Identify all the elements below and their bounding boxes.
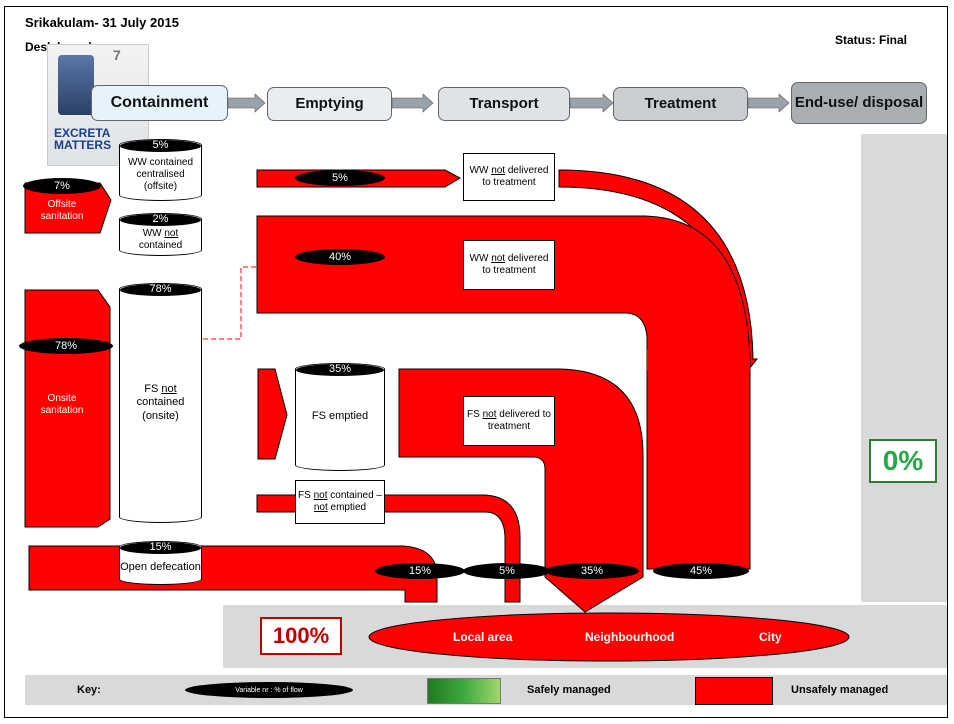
logo-figure-icon xyxy=(58,55,94,115)
stage-treatment: Treatment xyxy=(613,87,748,121)
logo-text: EXCRETA MATTERS xyxy=(54,126,112,152)
note3-post: delivered to treatment xyxy=(487,408,551,433)
ww-top-pct: 5% xyxy=(295,170,385,186)
fs-emptied-arrow-shape xyxy=(257,368,288,460)
note2-post: delivered to treatment xyxy=(482,252,549,277)
open-defecation-flow-shape xyxy=(28,545,438,603)
ww-not-contained-box: 2% WW not contained xyxy=(119,213,202,256)
ww-not-contained-pct: 2% xyxy=(120,213,201,226)
open-defecation-box: 15% Open defecation xyxy=(119,541,202,585)
note4-c: contained – xyxy=(327,489,382,501)
fs-emptied-pct: 35% xyxy=(296,363,384,376)
outlet-local2-pct: 5% xyxy=(463,563,551,579)
fs-5-flow-shape xyxy=(256,494,521,603)
unsafe-total: 100% xyxy=(260,617,342,655)
note4-e: emptied xyxy=(327,502,367,513)
fs-35-flow-shape xyxy=(398,368,644,613)
stage-arrow-2-icon xyxy=(391,93,434,113)
fs-not-contained-pct: 78% xyxy=(120,283,201,296)
onsite-pct: 78% xyxy=(19,338,113,354)
note4-b: not xyxy=(313,489,328,501)
diagram-frame: Srikakulam- 31 July 2015 Desk based Stat… xyxy=(4,6,948,718)
note4-a: FS xyxy=(298,489,314,501)
note2-under: not xyxy=(491,252,506,264)
fs-not-emptied-note: FS not contained – not emptied xyxy=(295,480,385,524)
stage-containment: Containment xyxy=(91,85,228,121)
key-unsafe-label: Unsafely managed xyxy=(791,684,889,696)
area-neighbourhood: Neighbourhood xyxy=(585,630,675,644)
key-safe-swatch xyxy=(427,678,501,704)
note1-post: delivered to treatment xyxy=(482,164,549,189)
safely-managed-panel xyxy=(861,134,947,602)
key-unsafe-swatch xyxy=(695,677,773,705)
key-label: Key: xyxy=(77,684,101,696)
fs-not-contained-post: contained (onsite) xyxy=(136,396,185,422)
fs-not-contained-pre: FS xyxy=(144,383,162,396)
ww-40-flow-shape xyxy=(256,215,751,570)
key-safe-label: Safely managed xyxy=(527,684,611,696)
open-defecation-label: Open defecation xyxy=(120,561,201,574)
ww-contained-label: WW contained centralised (offsite) xyxy=(127,157,194,192)
fs-not-delivered-note: FS not delivered to treatment xyxy=(463,396,555,446)
stage-arrows xyxy=(227,93,790,113)
ww-mid-pct: 40% xyxy=(295,249,385,265)
stage-arrow-1-icon xyxy=(227,93,266,113)
ww-contained-box: 5% WW contained centralised (offsite) xyxy=(119,139,202,201)
outlet-neighbourhood-pct: 35% xyxy=(545,563,639,579)
ww-not-contained-under: not xyxy=(164,227,179,239)
disposal-ellipse-shape xyxy=(368,612,850,662)
ww-not-contained-post: contained xyxy=(138,239,183,251)
offsite-pct: 7% xyxy=(23,178,101,194)
fs-emptied-label: FS emptied xyxy=(311,410,369,423)
key-pill-example: Variable nr : % of flow xyxy=(185,682,353,698)
note4-d: not xyxy=(313,502,328,513)
ww-not-contained-pre: WW xyxy=(142,227,165,239)
stage-arrow-4-icon xyxy=(747,93,790,113)
note3-under: not xyxy=(482,408,497,420)
fs-emptied-box: 35% FS emptied xyxy=(295,363,385,471)
onsite-label: Onsite sanitation xyxy=(40,393,84,416)
logo-badge: 7 xyxy=(113,47,121,63)
note3-pre: FS xyxy=(467,408,483,420)
outlet-city-pct: 45% xyxy=(653,563,749,579)
offsite-label: Offsite sanitation xyxy=(40,199,84,222)
note1-pre: WW xyxy=(469,164,492,176)
ww-not-delivered-note-1: WW not delivered to treatment xyxy=(463,153,555,201)
safely-managed-total: 0% xyxy=(869,439,937,483)
note2-pre: WW xyxy=(469,252,492,264)
stage-end-use-disposal: End-use/ disposal xyxy=(791,82,927,124)
open-defecation-pct: 15% xyxy=(120,541,201,554)
fs-not-contained-under: not xyxy=(161,383,177,396)
stage-emptying: Emptying xyxy=(267,87,392,121)
status-label: Status: Final xyxy=(835,33,908,47)
fs-not-contained-box: 78% FS not contained (onsite) xyxy=(119,283,202,523)
outlet-local-pct: 15% xyxy=(375,563,465,579)
area-local: Local area xyxy=(453,630,513,644)
dashed-connector xyxy=(203,266,257,340)
stage-transport: Transport xyxy=(438,87,570,121)
ww-not-delivered-note-2: WW not delivered to treatment xyxy=(463,240,555,290)
diagram-title: Srikakulam- 31 July 2015 xyxy=(25,15,179,30)
ww-contained-pct: 5% xyxy=(120,139,201,152)
note1-under: not xyxy=(491,164,506,176)
area-city: City xyxy=(759,630,782,644)
stage-arrow-3-icon xyxy=(569,93,614,113)
